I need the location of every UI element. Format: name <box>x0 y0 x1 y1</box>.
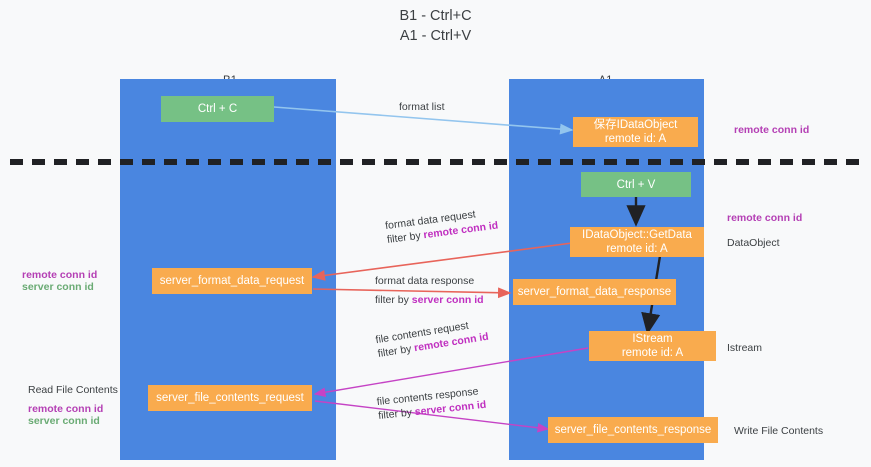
node-server-format-data-request[interactable]: server_format_data_request <box>152 268 312 294</box>
node-save-idataobject-line2: remote id: A <box>604 133 667 145</box>
edge-label-file-contents-request: file contents request filter by remote c… <box>375 316 490 361</box>
edge-label-format-data-response-filter: filter by server conn id <box>375 293 484 307</box>
edge-label-filter-prefix: filter by <box>377 406 416 423</box>
node-server-file-contents-response-label: server_file_contents_response <box>554 424 712 436</box>
node-idataobject-getdata[interactable]: IDataObject::GetData remote id: A <box>570 227 704 257</box>
node-server-format-data-response[interactable]: server_format_data_response <box>513 279 676 305</box>
side-label-remote-conn-id-mid: remote conn id <box>727 212 803 224</box>
node-ctrl-v[interactable]: Ctrl + V <box>581 172 691 197</box>
node-istream-line1: IStream <box>632 333 673 345</box>
edge-label-format-data-response-text: format data response <box>375 275 475 287</box>
side-label-left-server-conn-id-bottom: server conn id <box>28 415 100 427</box>
node-ctrl-c[interactable]: Ctrl + C <box>161 96 274 122</box>
edge-label-format-list: format list <box>399 100 445 114</box>
node-idataobject-getdata-line2: remote id: A <box>606 243 668 255</box>
edge-label-file-contents-response: file contents response filter by server … <box>376 384 487 423</box>
node-server-format-data-response-label: server_format_data_response <box>517 286 672 298</box>
side-label-istream: Istream <box>727 342 763 354</box>
edge-label-filter-key: server conn id <box>411 294 484 306</box>
node-server-format-data-request-label: server_format_data_request <box>159 275 305 287</box>
edge-label-filter-prefix: filter by <box>375 294 412 306</box>
node-server-file-contents-request[interactable]: server_file_contents_request <box>148 385 312 411</box>
side-label-left-server-conn-id-mid: server conn id <box>22 281 94 293</box>
node-istream[interactable]: IStream remote id: A <box>589 331 716 361</box>
side-label-left-remote-conn-id-bottom: remote conn id <box>28 403 104 415</box>
node-ctrl-c-label: Ctrl + C <box>197 103 238 115</box>
side-label-remote-conn-id-top: remote conn id <box>734 124 810 136</box>
node-save-idataobject-line1: 保存IDataObject <box>593 119 678 131</box>
edge-label-format-data-request: format data request filter by remote con… <box>384 205 499 247</box>
side-label-read-file-contents: Read File Contents <box>28 384 118 396</box>
node-save-idataobject[interactable]: 保存IDataObject remote id: A <box>573 117 698 147</box>
side-label-write-file-contents: Write File Contents <box>734 425 824 437</box>
edge-label-filter-prefix: filter by <box>386 229 425 247</box>
side-label-dataobject: DataObject <box>727 237 780 249</box>
node-server-file-contents-request-label: server_file_contents_request <box>156 392 304 404</box>
node-idataobject-getdata-line1: IDataObject::GetData <box>582 229 692 241</box>
node-ctrl-v-label: Ctrl + V <box>616 178 656 191</box>
node-istream-line2: remote id: A <box>621 347 684 359</box>
edge-label-format-data-response: format data response filter by server co… <box>375 274 484 307</box>
node-server-file-contents-response[interactable]: server_file_contents_response <box>548 417 718 443</box>
side-label-left-remote-conn-id-mid: remote conn id <box>22 269 98 281</box>
edge-label-format-list-text: format list <box>399 101 445 113</box>
page-title: B1 - Ctrl+C A1 - Ctrl+V <box>399 8 472 44</box>
